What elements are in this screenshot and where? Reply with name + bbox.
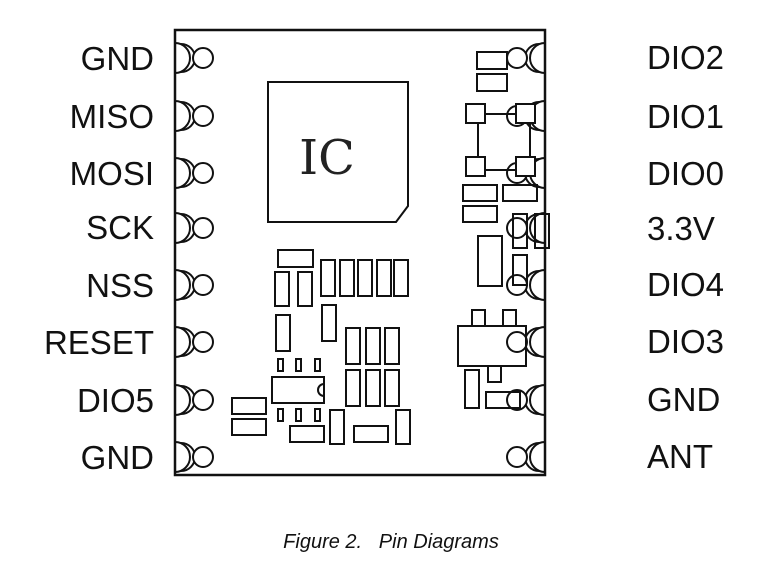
left-pin-label-miso: MISO [69, 98, 154, 135]
right-pin-label-dio0: DIO0 [647, 155, 725, 192]
left-pin-pad [174, 269, 214, 301]
left-pin-pad [174, 100, 214, 132]
right-pin-pad [506, 441, 546, 473]
figure-title: Pin Diagrams [378, 531, 499, 553]
left-pin-label-nss: NSS [86, 267, 154, 304]
left-pin-pad [174, 212, 214, 244]
figure-number: Figure 2. [283, 531, 363, 553]
left-pin-pad [174, 384, 214, 416]
module-board [173, 28, 547, 477]
right-pin-label-dio3: DIO3 [647, 323, 725, 360]
figure-caption: Figure 2. Pin Diagrams [0, 531, 782, 554]
right-pin-label-gnd: GND [647, 381, 721, 418]
ic-chip [267, 81, 409, 223]
right-pin-label-dio1: DIO1 [647, 98, 725, 135]
left-pin-pad [174, 326, 214, 358]
right-pin-pad [506, 326, 546, 358]
right-pin-label-3v3: 3.3V [647, 210, 715, 247]
left-pin-label-sck: SCK [86, 209, 154, 246]
left-pin-pad [174, 441, 214, 473]
left-pin-pad [174, 157, 214, 189]
left-pin-label-dio5: DIO5 [76, 382, 154, 419]
component-footprints [231, 51, 550, 445]
left-pin-pad [174, 42, 214, 74]
left-pads [174, 42, 214, 473]
left-pin-label-reset: RESET [43, 324, 154, 361]
left-pin-label-mosi: MOSI [69, 155, 154, 192]
right-pin-pad [506, 42, 546, 74]
right-pin-pad [506, 384, 546, 416]
left-pin-label-gnd-top: GND [80, 40, 154, 77]
right-pin-label-dio2: DIO2 [647, 39, 725, 76]
ic-chip-label: IC [299, 130, 355, 186]
right-pin-label-ant: ANT [647, 438, 713, 475]
left-pin-label-gnd-bottom: GND [80, 439, 154, 476]
right-pin-label-dio4: DIO4 [647, 266, 725, 303]
